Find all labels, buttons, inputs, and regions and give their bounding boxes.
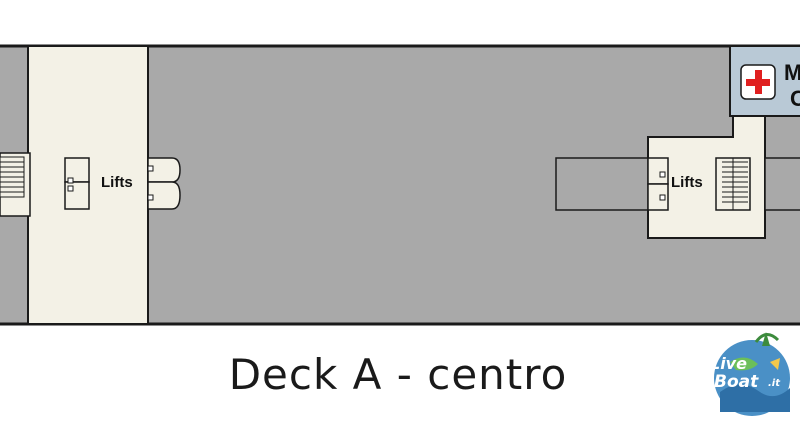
stairs-icon [0,156,25,198]
logo-text-boat: Boat [714,372,759,392]
medical-cross-icon [740,64,776,100]
lift-icon [64,157,90,210]
logo-text-suffix: .it [768,378,781,389]
logo-text-live: Live [710,354,747,373]
globe-icon [714,332,790,416]
lifts-label-aft: Lifts [671,174,703,191]
deck-title: Deck A - centro [228,350,568,399]
lift-icon [647,157,669,211]
liveboat-logo: Live Boat .it [700,322,796,418]
stairs-icon [715,157,751,211]
medical-label-line1: M [784,60,800,85]
medical-label-line2: C [790,86,800,111]
lifts-label-forward: Lifts [101,174,133,191]
lift-icon [147,157,181,210]
